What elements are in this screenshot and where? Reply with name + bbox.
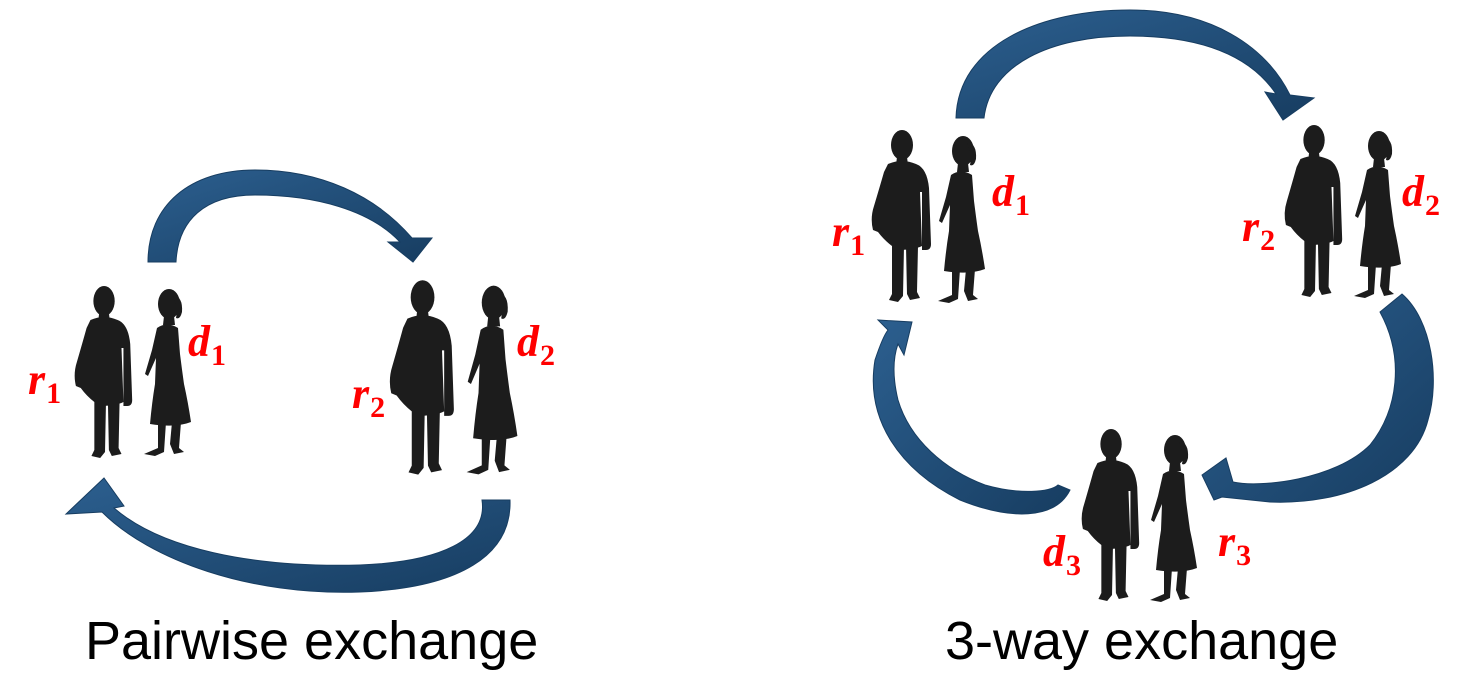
man-silhouette-icon — [389, 280, 454, 475]
label-subscript: 1 — [1015, 189, 1030, 222]
man-silhouette-icon — [74, 286, 133, 458]
people-group — [74, 125, 1401, 602]
threeway-label-r1: r1 — [832, 210, 865, 261]
label-base: r — [832, 207, 850, 256]
label-base: d — [1402, 167, 1424, 216]
label-base: d — [992, 167, 1014, 216]
pairwise-label-r1: r1 — [28, 358, 61, 409]
label-base: d — [1043, 527, 1065, 576]
label-base: r — [1218, 517, 1236, 566]
label-subscript: 2 — [540, 339, 555, 372]
pairwise-label-d1: d1 — [188, 320, 226, 371]
pairwise-arrows — [64, 169, 511, 593]
pairwise-arrow-bottom — [64, 477, 511, 593]
pairwise-caption: Pairwise exchange — [85, 611, 539, 671]
threeway-label-r2: r2 — [1242, 205, 1275, 256]
label-subscript: 3 — [1236, 539, 1252, 572]
threeway-label-d2: d2 — [1402, 170, 1440, 221]
pairwise-label-d2: d2 — [517, 320, 555, 371]
label-base: r — [352, 369, 370, 418]
woman-silhouette-icon — [1354, 131, 1401, 298]
label-base: r — [1242, 202, 1260, 251]
threeway-label-d3: d3 — [1043, 530, 1081, 581]
label-subscript: 1 — [850, 229, 866, 262]
woman-silhouette-icon — [938, 136, 985, 303]
label-subscript: 1 — [211, 339, 226, 372]
label-base: d — [517, 317, 539, 366]
label-subscript: 2 — [1425, 189, 1440, 222]
man-silhouette-icon — [871, 130, 931, 302]
pairwise-label-r2: r2 — [352, 372, 385, 423]
label-subscript: 1 — [46, 377, 62, 410]
label-subscript: 3 — [1066, 549, 1081, 582]
threeway-caption: 3-way exchange — [945, 611, 1339, 671]
threeway-arrow-top — [955, 9, 1316, 121]
woman-silhouette-icon — [144, 289, 191, 456]
threeway-label-r3: r3 — [1218, 520, 1251, 571]
threeway-arrow-right — [1201, 293, 1434, 503]
label-base: d — [188, 317, 210, 366]
pairwise-arrow-top — [147, 169, 434, 263]
threeway-arrow-left — [872, 319, 1071, 515]
label-subscript: 2 — [370, 391, 386, 424]
woman-silhouette-icon — [466, 285, 518, 475]
label-base: r — [28, 355, 46, 404]
label-subscript: 2 — [1260, 224, 1276, 257]
man-silhouette-icon — [1284, 125, 1343, 297]
threeway-arrows — [872, 9, 1434, 515]
threeway-label-d1: d1 — [992, 170, 1030, 221]
woman-silhouette-icon — [1150, 435, 1197, 602]
man-silhouette-icon — [1081, 429, 1140, 601]
